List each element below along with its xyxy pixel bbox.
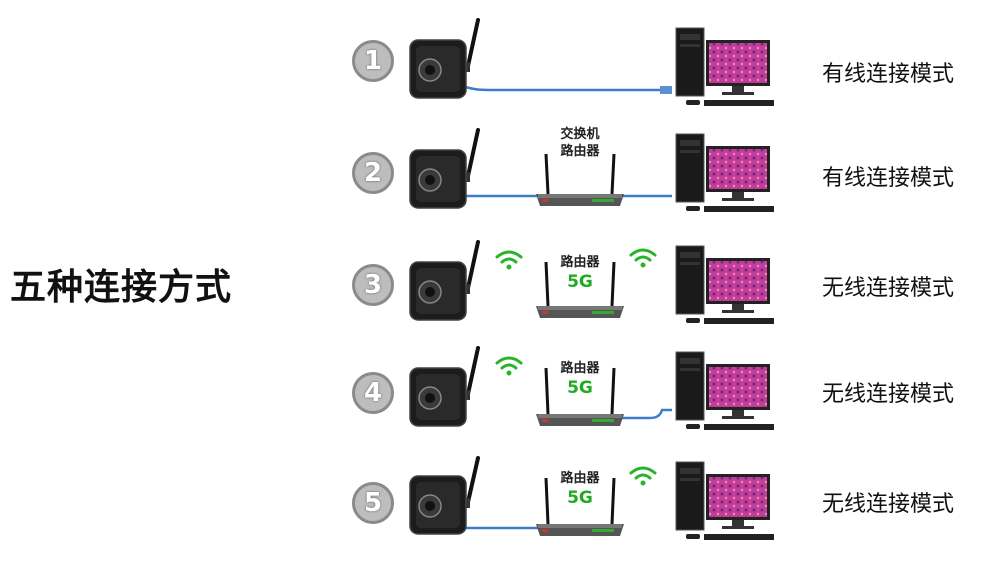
router-label: 路由器 [560, 255, 600, 270]
camera-icon [409, 128, 480, 209]
router-label: 路由器 [560, 471, 600, 486]
router-icon [536, 477, 624, 536]
camera-icon [409, 240, 480, 321]
router-5g-label: 5G [567, 378, 593, 398]
connection-row-1: 1 有线连接模式 [0, 18, 1000, 118]
camera-icon [409, 18, 480, 99]
computer-icon [675, 461, 774, 540]
connection-row-3: 3 路由器 5G 无线连接模式 [0, 232, 1000, 332]
connection-mode-label: 有线连接模式 [822, 166, 955, 191]
connection-row-2: 2 交换机 路由器 有线连接模式 [0, 120, 1000, 220]
router-icon [536, 153, 624, 206]
connection-mode-label: 无线连接模式 [822, 276, 955, 301]
computer-icon [675, 133, 774, 212]
wifi-icon [629, 248, 657, 268]
connection-row-4: 4 路由器 5G 无线连接模式 [0, 340, 1000, 440]
wifi-icon [495, 356, 523, 376]
connection-mode-label: 无线连接模式 [822, 492, 955, 517]
connection-mode-label: 无线连接模式 [822, 382, 955, 407]
router-label: 交换机 路由器 [560, 127, 600, 159]
computer-icon [675, 27, 774, 106]
computer-icon [675, 245, 774, 324]
step-badge: 3 [352, 264, 394, 306]
camera-icon [409, 456, 480, 535]
step-badge: 4 [352, 372, 394, 414]
computer-icon [675, 351, 774, 430]
router-label: 路由器 [560, 361, 600, 376]
wifi-icon [495, 250, 523, 270]
step-badge: 5 [352, 482, 394, 524]
router-5g-label: 5G [567, 488, 593, 508]
step-badge: 2 [352, 152, 394, 194]
wifi-icon [629, 466, 657, 486]
page-title: 五种连接方式 [10, 267, 233, 308]
camera-icon [409, 346, 480, 427]
step-badge: 1 [352, 40, 394, 82]
connection-row-5: 5 路由器 5G 无线连接模式 [0, 448, 1000, 548]
connection-mode-label: 有线连接模式 [822, 62, 955, 87]
router-5g-label: 5G [567, 272, 593, 292]
router-icon [536, 367, 624, 426]
router-icon [536, 261, 624, 318]
